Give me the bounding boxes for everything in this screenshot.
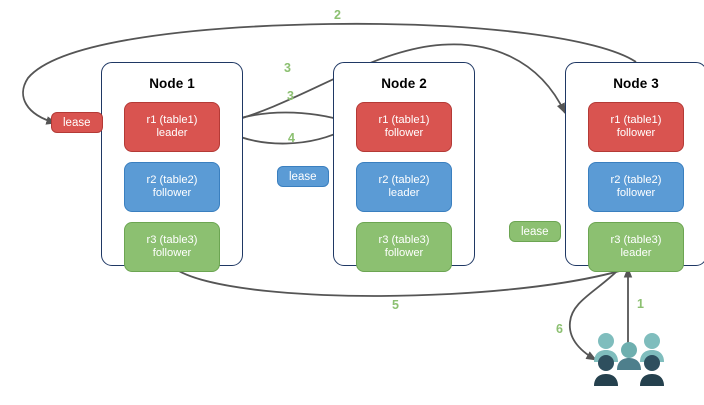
edge-label-2: 2 — [334, 8, 341, 22]
lease-badge-table2[interactable]: lease — [277, 166, 329, 187]
node-1-replica-r2-role: follower — [152, 187, 192, 199]
node-3-replica-r3-id: r3 (table3) — [610, 233, 662, 246]
node-2-replica-r1-id: r1 (table1) — [378, 113, 430, 126]
node-2-replica-r3-id: r3 (table3) — [378, 233, 430, 246]
edge-label-5: 5 — [392, 298, 399, 312]
edge-3-upper-path — [221, 43, 566, 125]
node-1-replica-r2-id: r2 (table2) — [146, 173, 198, 186]
node-1-replica-r1-role: leader — [156, 127, 188, 139]
node-2[interactable]: Node 2 r1 (table1) follower r2 (table2) … — [333, 62, 475, 272]
users-group-icon — [594, 333, 664, 386]
edge-label-4: 4 — [288, 131, 295, 145]
node-1-replica-r1[interactable]: r1 (table1) leader — [124, 102, 220, 152]
node-3[interactable]: Node 3 r1 (table1) follower r2 (table2) … — [565, 62, 704, 272]
node-2-replica-r2-id: r2 (table2) — [378, 173, 430, 186]
edge-label-3a: 3 — [284, 61, 291, 75]
lease-badge-table3[interactable]: lease — [509, 221, 561, 242]
node-2-replica-r3[interactable]: r3 (table3) follower — [356, 222, 452, 272]
lease-badge-table2-label: lease — [289, 170, 317, 183]
node-2-replica-r1-role: follower — [384, 127, 424, 139]
lease-badge-table1-label: lease — [63, 116, 91, 129]
node-1-title: Node 1 — [149, 76, 195, 91]
node-2-replica-r2[interactable]: r2 (table2) leader — [356, 162, 452, 212]
node-1-replica-r3-id: r3 (table3) — [146, 233, 198, 246]
node-1-replica-r1-id: r1 (table1) — [146, 113, 198, 126]
node-3-replica-r2-role: follower — [616, 187, 656, 199]
lease-badge-table3-label: lease — [521, 225, 549, 238]
node-2-replica-r3-role: follower — [384, 247, 424, 259]
node-1[interactable]: Node 1 r1 (table1) leader r2 (table2) fo… — [101, 62, 243, 272]
node-1-replica-r3[interactable]: r3 (table3) follower — [124, 222, 220, 272]
node-3-replica-r3[interactable]: r3 (table3) leader — [588, 222, 684, 272]
lease-badge-table1[interactable]: lease — [51, 112, 103, 133]
node-2-replica-r1[interactable]: r1 (table1) follower — [356, 102, 452, 152]
node-2-title: Node 2 — [381, 76, 427, 91]
node-1-replica-r2[interactable]: r2 (table2) follower — [124, 162, 220, 212]
node-3-replica-r1[interactable]: r1 (table1) follower — [588, 102, 684, 152]
node-1-replica-r3-role: follower — [152, 247, 192, 259]
edge-label-6: 6 — [556, 322, 563, 336]
edge-2-path — [22, 22, 637, 125]
node-3-replica-r2-id: r2 (table2) — [610, 173, 662, 186]
node-2-replica-r2-role: leader — [388, 187, 420, 199]
edge-6-path — [569, 265, 623, 361]
node-3-replica-r2[interactable]: r2 (table2) follower — [588, 162, 684, 212]
edge-label-1: 1 — [637, 297, 644, 311]
node-3-replica-r1-id: r1 (table1) — [610, 113, 662, 126]
edge-label-3b: 3 — [287, 89, 294, 103]
edge-5-path — [169, 264, 637, 297]
node-3-replica-r1-role: follower — [616, 127, 656, 139]
node-3-replica-r3-role: leader — [620, 247, 652, 259]
node-3-title: Node 3 — [613, 76, 659, 91]
